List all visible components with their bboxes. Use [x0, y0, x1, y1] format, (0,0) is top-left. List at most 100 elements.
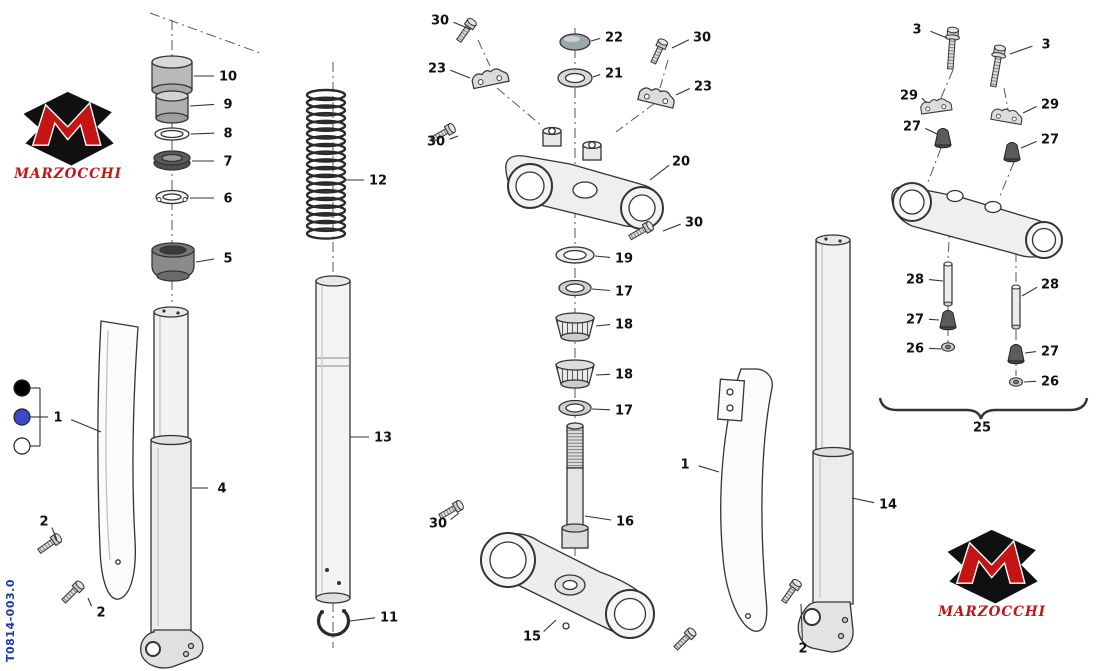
marzocchi-wordmark: MARZOCCHI	[937, 604, 1046, 620]
part-15-bottom-triple-clamp	[480, 532, 655, 639]
leader-line	[584, 515, 612, 521]
part-callout-2: 2	[798, 642, 807, 657]
part-26-nut	[940, 342, 956, 352]
spring-coil	[305, 111, 347, 125]
spring-coil	[305, 165, 347, 179]
part-callout-18: 18	[615, 318, 633, 333]
leader-line	[1009, 45, 1033, 55]
part-17-seal-ring	[558, 279, 592, 297]
part-callout-30: 30	[427, 135, 445, 150]
part-callout-26: 26	[1041, 375, 1059, 390]
part-callout-7: 7	[223, 155, 232, 170]
leader-line	[87, 597, 93, 607]
leader-line	[51, 527, 58, 541]
part-callout-23: 23	[428, 62, 446, 77]
part-callout-13: 13	[374, 431, 392, 446]
part-callout-12: 12	[369, 174, 387, 189]
part-29-clamp	[990, 106, 1024, 126]
part-callout-29: 29	[1041, 98, 1059, 113]
part-18-bearing	[555, 359, 595, 389]
part-25-triple-clamp-kit	[891, 182, 1063, 259]
leader-line	[595, 324, 611, 327]
part-30-screw	[671, 626, 698, 653]
marzocchi-logo-bottom: MARZOCCHI	[937, 529, 1046, 620]
spring-coil	[305, 104, 347, 117]
part-16-steering-stem	[561, 422, 589, 549]
part-29-clamp	[919, 96, 953, 115]
spring-coil	[305, 142, 347, 156]
part-12-spring	[305, 88, 347, 240]
legend-swatch-black	[13, 379, 31, 397]
part-callout-2: 2	[39, 515, 48, 530]
part-13-cartridge-tube	[315, 275, 351, 604]
part-callout-17: 17	[615, 285, 633, 300]
part-5-dust-seal	[151, 242, 195, 282]
part-17-seal-ring	[558, 399, 592, 417]
part-6-retaining-ring	[155, 189, 189, 205]
part-callout-25: 25	[973, 421, 991, 436]
part-1-fork-guard-right	[716, 368, 773, 632]
part-callout-11: 11	[380, 611, 398, 626]
leader-line	[595, 373, 611, 376]
part-callout-18: 18	[615, 368, 633, 383]
part-18-bearing	[555, 312, 595, 342]
part-callout-10: 10	[219, 70, 237, 85]
spring-coil	[305, 196, 347, 210]
part-21-ring-nut	[557, 68, 593, 88]
part-callout-28: 28	[1041, 278, 1059, 293]
part-callout-17: 17	[615, 404, 633, 419]
part-23-handlebar-clamp	[637, 84, 677, 109]
part-callout-23: 23	[694, 80, 712, 95]
part-callout-30: 30	[429, 517, 447, 532]
part-callout-1: 1	[53, 411, 62, 426]
drawing-number: T0814-003.0	[4, 579, 17, 662]
part-3-screw	[985, 43, 1008, 89]
part-27-rubber-cone	[1003, 142, 1021, 163]
leader-line	[1022, 106, 1037, 114]
spring-coil	[305, 227, 347, 240]
leader-line	[921, 97, 928, 104]
part-callout-27: 27	[1041, 345, 1059, 360]
spring-coil	[305, 211, 347, 225]
part-callout-30: 30	[685, 216, 703, 231]
leader-line	[649, 164, 670, 181]
spring-coil	[305, 188, 347, 202]
part-callout-28: 28	[906, 273, 924, 288]
part-callout-14: 14	[879, 498, 897, 513]
part-26-nut	[1008, 377, 1024, 387]
leader-line	[592, 73, 601, 78]
leader-line	[698, 465, 720, 473]
spring-coil	[305, 158, 347, 171]
part-callout-2: 2	[96, 606, 105, 621]
part-9-bushing	[155, 90, 189, 124]
part-27-rubber-cone	[939, 310, 957, 331]
part-23-handlebar-clamp	[470, 66, 510, 90]
part-callout-3: 3	[1041, 38, 1050, 53]
part-callout-22: 22	[605, 31, 623, 46]
leader-line	[1021, 286, 1038, 297]
leader-line	[591, 288, 611, 292]
part-callout-20: 20	[672, 155, 690, 170]
leader-line	[594, 255, 611, 258]
leader-line	[70, 419, 102, 433]
part-30-screw	[454, 16, 479, 45]
leader-line	[930, 30, 948, 39]
group-25-brace	[878, 397, 1089, 420]
part-callout-29: 29	[900, 89, 918, 104]
spring-coil	[305, 204, 347, 217]
leader-line	[449, 135, 459, 140]
part-callout-16: 16	[616, 515, 634, 530]
part-callout-15: 15	[523, 630, 541, 645]
part-callout-27: 27	[903, 120, 921, 135]
spring-coil	[305, 127, 347, 140]
part-callout-21: 21	[605, 67, 623, 82]
part-14-fork-leg	[797, 234, 854, 653]
part-22-cap	[559, 33, 591, 51]
legend-swatch-white	[13, 437, 31, 455]
part-8-washer-ring	[154, 127, 190, 141]
leader-line	[925, 127, 938, 135]
leader-line	[1024, 351, 1037, 354]
leader-line	[190, 132, 215, 135]
